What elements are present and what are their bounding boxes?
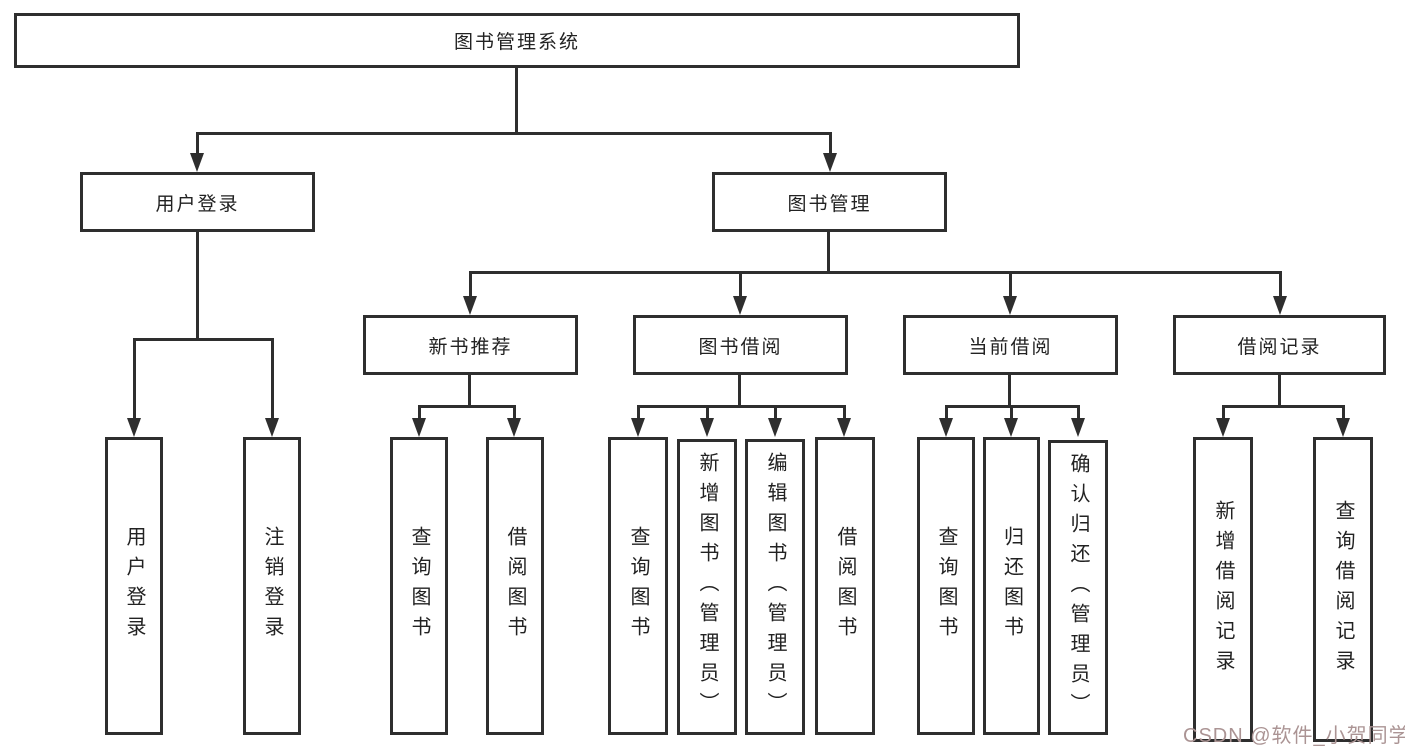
leaf-add-books-admin: 新增图书（管理员） <box>677 439 737 735</box>
node-borrow-records: 借阅记录 <box>1173 315 1386 375</box>
connector-line <box>827 232 830 273</box>
node-book-borrow: 图书借阅 <box>633 315 848 375</box>
connector-line <box>945 405 948 421</box>
arrow-down-icon <box>265 418 279 437</box>
arrow-down-icon <box>1003 296 1017 315</box>
connector-line <box>706 405 709 421</box>
connector-line <box>468 375 471 407</box>
connector-line <box>196 132 831 135</box>
arrow-down-icon <box>939 418 953 437</box>
leaf-user-login: 用户登录 <box>105 437 163 735</box>
arrow-down-icon <box>463 296 477 315</box>
arrow-down-icon <box>837 418 851 437</box>
connector-line <box>1222 405 1344 408</box>
connector-line <box>637 405 845 408</box>
connector-line <box>1008 375 1011 407</box>
arrow-down-icon <box>733 296 747 315</box>
connector-line <box>196 132 199 156</box>
leaf-edit-books-admin: 编辑图书（管理员） <box>745 439 805 735</box>
node-new-book-recommend: 新书推荐 <box>363 315 578 375</box>
connector-line <box>739 271 742 299</box>
arrow-down-icon <box>1004 418 1018 437</box>
arrow-down-icon <box>631 418 645 437</box>
node-current-borrow: 当前借阅 <box>903 315 1118 375</box>
arrow-down-icon <box>700 418 714 437</box>
connector-line <box>829 132 832 156</box>
arrow-down-icon <box>1216 418 1230 437</box>
csdn-watermark: CSDN @软件_小贺同学 <box>1183 725 1405 747</box>
connector-line <box>1010 405 1013 421</box>
arrow-down-icon <box>412 418 426 437</box>
connector-line <box>196 232 199 340</box>
connector-line <box>1279 271 1282 299</box>
leaf-confirm-return-admin: 确认归还（管理员） <box>1048 440 1108 735</box>
arrow-down-icon <box>190 153 204 172</box>
leaf-add-borrow-record: 新增借阅记录 <box>1193 437 1253 742</box>
leaf-borrow-books: 借阅图书 <box>486 437 544 735</box>
connector-line <box>513 405 516 421</box>
node-book-management: 图书管理 <box>712 172 947 232</box>
leaf-query-books-3: 查询图书 <box>917 437 975 735</box>
leaf-borrow-books-2: 借阅图书 <box>815 437 875 735</box>
connector-line <box>1077 405 1080 421</box>
connector-line <box>515 68 518 134</box>
arrow-down-icon <box>507 418 521 437</box>
leaf-query-books-2: 查询图书 <box>608 437 668 735</box>
arrow-down-icon <box>768 418 782 437</box>
arrow-down-icon <box>127 418 141 437</box>
connector-line <box>843 405 846 421</box>
connector-line <box>774 405 777 421</box>
leaf-return-books: 归还图书 <box>983 437 1040 735</box>
leaf-query-borrow-record: 查询借阅记录 <box>1313 437 1373 742</box>
connector-line <box>418 405 516 408</box>
connector-line <box>418 405 421 421</box>
connector-line <box>1278 375 1281 407</box>
connector-line <box>1222 405 1225 421</box>
connector-line <box>1342 405 1345 421</box>
node-user-login: 用户登录 <box>80 172 315 232</box>
arrow-down-icon <box>823 153 837 172</box>
arrow-down-icon <box>1071 418 1085 437</box>
connector-line <box>738 375 741 407</box>
connector-line <box>637 405 640 421</box>
node-library-management-system: 图书管理系统 <box>14 13 1020 68</box>
connector-line <box>271 338 274 420</box>
connector-line <box>133 338 273 341</box>
connector-line <box>133 338 136 420</box>
leaf-logout: 注销登录 <box>243 437 301 735</box>
leaf-query-books: 查询图书 <box>390 437 448 735</box>
connector-line <box>469 271 1281 274</box>
arrow-down-icon <box>1336 418 1350 437</box>
connector-line <box>1009 271 1012 299</box>
arrow-down-icon <box>1273 296 1287 315</box>
connector-line <box>469 271 472 299</box>
